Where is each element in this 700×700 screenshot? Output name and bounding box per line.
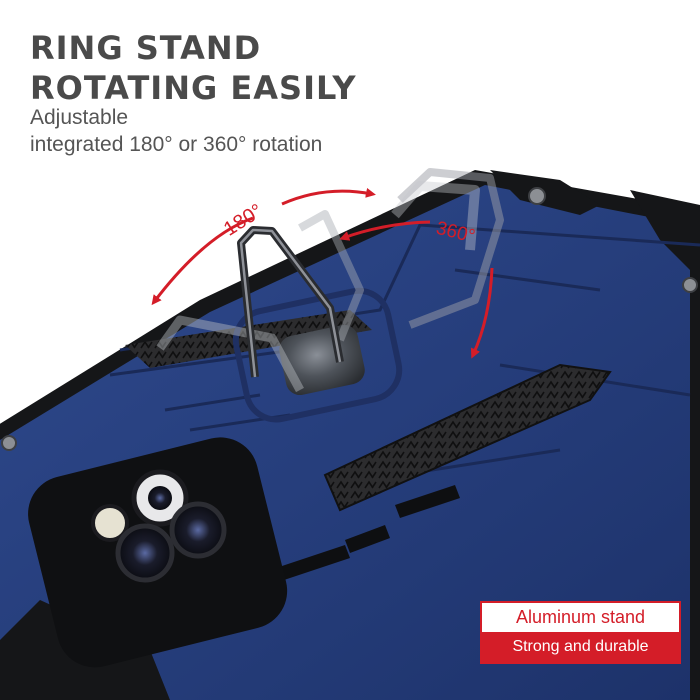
rotation-arrow-180-left: [151, 216, 254, 306]
screw-left: [1, 435, 17, 451]
ring-rotating-disc: [279, 324, 365, 396]
camera-lens-top-glass: [148, 486, 172, 510]
rotation-arrow-360-bottom: [470, 267, 494, 359]
headline-line-2: ROTATING EASILY: [30, 69, 357, 107]
ring-frame-highlight: [239, 228, 342, 378]
feature-badge: Aluminum stand Strong and durable: [480, 601, 681, 664]
badge-subtitle: Strong and durable: [482, 632, 679, 662]
badge-title: Aluminum stand: [515, 607, 646, 627]
rotation-arrow-360-top: [339, 220, 431, 241]
camera-lens-bottom: [115, 523, 175, 583]
headline: RING STAND ROTATING EASILY: [30, 28, 357, 108]
camera-flash: [91, 504, 129, 542]
ring-motion-blur: [156, 168, 504, 393]
ring-stand: [156, 168, 504, 423]
screw-right: [682, 277, 698, 293]
bumper-corner-right: [630, 190, 700, 280]
subheading-line-2: integrated 180° or 360° rotation: [30, 133, 323, 156]
rotation-arrow-180-right: [281, 187, 376, 206]
rotation-label-180: 180°: [220, 200, 267, 241]
camera-lens-right: [169, 501, 227, 559]
camera-module: [28, 437, 288, 668]
side-buttons: [270, 485, 460, 583]
ring-base-recess: [232, 287, 403, 423]
screw-top: [528, 187, 546, 205]
headline-line-1: RING STAND: [30, 29, 262, 67]
subheading-line-1: Adjustable: [30, 106, 129, 129]
grip-strip-lower: [323, 363, 612, 512]
